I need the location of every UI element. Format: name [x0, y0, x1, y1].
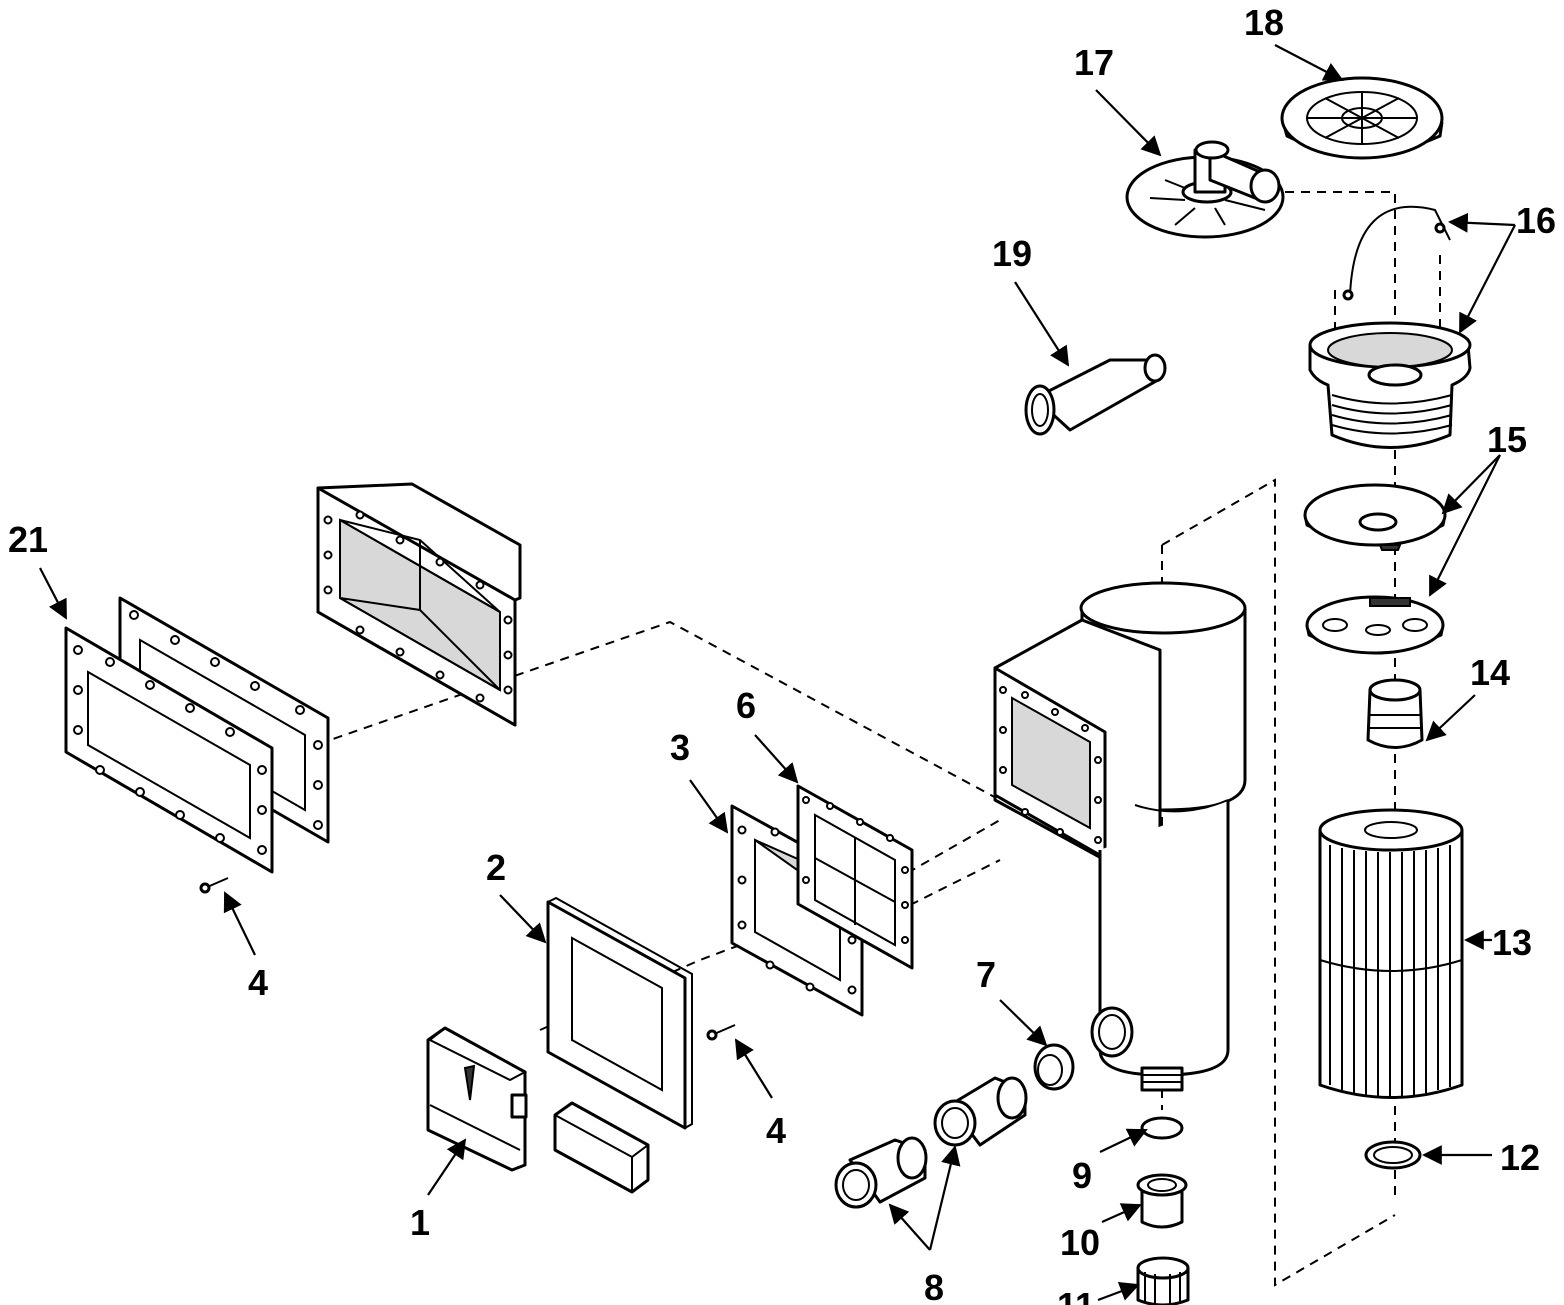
callout-7: 7: [976, 954, 996, 995]
callout-4-right: 4: [766, 1110, 786, 1151]
part-15-valve-upper: [1303, 483, 1447, 551]
callout-1: 1: [410, 1202, 430, 1243]
callout-14: 14: [1470, 652, 1510, 693]
callout-18: 18: [1244, 2, 1284, 43]
part-8-adapter-lower: [834, 1136, 928, 1209]
callout-3: 3: [670, 727, 690, 768]
part-14-adapter: [1366, 678, 1424, 749]
callout-4-left: 4: [248, 962, 268, 1003]
part-8-adapter-upper: [933, 1076, 1028, 1147]
part-12-oring: [1364, 1140, 1422, 1170]
basket-threads: [1331, 394, 1453, 435]
callout-labels: 21 4 2 1 3 6 4 7 8 9 10 11 12 13 14 15 1…: [8, 2, 1556, 1305]
part-11-nut: [1136, 1256, 1190, 1305]
part-18-lid: [1280, 76, 1444, 160]
part-10-fitting: [1136, 1173, 1188, 1229]
part-4-screw-right: [706, 1024, 736, 1041]
part-21-gaskets: [64, 596, 330, 874]
callout-16: 16: [1516, 200, 1556, 241]
part-7-bushing: [1033, 1043, 1075, 1091]
callout-17: 17: [1074, 42, 1114, 83]
callout-6: 6: [736, 685, 756, 726]
gasket6-holes: [802, 796, 909, 944]
part-16-basket-handle: [1342, 205, 1451, 301]
part-19-hose-adapter: [1024, 353, 1167, 436]
part-15-valve-lower: [1305, 595, 1445, 655]
weir-float-block: [553, 1101, 650, 1194]
callout-15: 15: [1487, 419, 1527, 460]
callout-11: 11: [1057, 1285, 1095, 1305]
part-1-weir: [426, 1026, 528, 1172]
housing-holes: [323, 510, 513, 703]
part-9-oring: [1140, 1116, 1184, 1140]
part-6-gasket: [796, 784, 914, 970]
body-frame-holes: [999, 686, 1102, 844]
callout-13: 13: [1492, 922, 1532, 963]
callout-10: 10: [1060, 1222, 1100, 1263]
part-17-vacuum-plate: [1125, 140, 1285, 239]
part-16-basket: [1308, 321, 1472, 449]
callout-21: 21: [8, 519, 48, 560]
gasket-holes: [73, 610, 323, 855]
callout-9: 9: [1072, 1155, 1092, 1196]
part-13-cartridge: [1318, 808, 1464, 1099]
leader-lines: [39, 44, 1516, 1302]
skimmer-body: [993, 581, 1247, 1092]
frame-holes: [737, 825, 857, 995]
wide-mouth-adapter: [316, 482, 522, 727]
callout-12: 12: [1500, 1137, 1540, 1178]
callout-19: 19: [992, 233, 1032, 274]
cartridge-pleats: [1329, 845, 1451, 1096]
part-2-faceplate: [546, 896, 693, 1130]
part-4-screw-left: [199, 877, 229, 894]
callout-2: 2: [486, 847, 506, 888]
callout-8: 8: [924, 1267, 944, 1305]
